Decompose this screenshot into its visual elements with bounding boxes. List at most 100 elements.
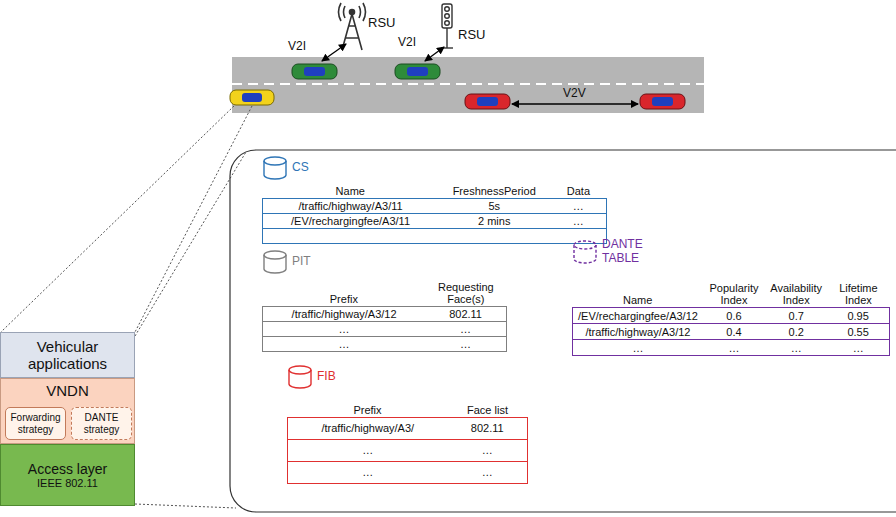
table-cell: 5s: [438, 198, 550, 213]
table-cell-text: …: [554, 215, 602, 227]
table-cell-text: …: [707, 342, 761, 354]
node-title: Vehicular applications: [1, 338, 134, 373]
table-title: CS: [292, 161, 309, 175]
rsu-label: RSU: [458, 28, 485, 42]
table-header: Lifetime Index: [831, 282, 885, 306]
header-cell: Requesting Face(s): [425, 276, 506, 306]
table-body: PrefixFace list/traffic/highway/A3/802.1…: [288, 391, 528, 483]
table-row: ……: [263, 321, 507, 336]
table-cell: 0.7: [765, 308, 827, 324]
data-table: PrefixFace list/traffic/highway/A3/802.1…: [287, 391, 528, 484]
table-cell: …: [263, 321, 426, 336]
zoom-line: [1, 106, 234, 332]
car: [640, 94, 685, 109]
table-header: Availability Index: [769, 282, 823, 306]
database-icon-box: [572, 240, 598, 264]
table-cell: 0.4: [703, 324, 765, 340]
table-cell: /traffic/highway/A3/12: [573, 324, 703, 340]
table-row: /traffic/highway/A3/120.4 0.2 0.55: [573, 324, 890, 340]
table-heading: CS: [262, 156, 607, 180]
table-cell-text: 0.2: [769, 326, 823, 338]
layer-box: Access layerIEEE 802.11: [0, 444, 135, 506]
antenna-tower: [339, 3, 366, 50]
car: [465, 94, 510, 109]
table-header: Prefix: [292, 404, 444, 416]
header-cell: Name: [263, 182, 439, 198]
table-cell: 0.95: [827, 308, 889, 324]
table-header: Popularity Index: [707, 282, 761, 306]
database-icon: [262, 250, 288, 274]
table-cell: …: [448, 439, 528, 461]
table-heading: FIB: [287, 365, 527, 389]
table-row: /EV/rechargingfee/A3/12 0.6 0.7 0.95: [573, 308, 890, 324]
table-cell: /traffic/highway/A3/12: [263, 306, 426, 321]
table-row: ……: [263, 336, 507, 351]
table-cell: 802.11: [448, 417, 528, 439]
table-cell-text: /EV/rechargingfee/A3/11: [267, 215, 434, 227]
table-cell-text: 802.11: [452, 422, 524, 434]
table-cell-text: …: [292, 466, 444, 478]
table-cell-text: …: [429, 338, 502, 350]
table-cell-text: 0.55: [831, 326, 885, 338]
data-table: PrefixRequesting Face(s)/traffic/highway…: [262, 276, 507, 352]
table-cell-text: …: [831, 342, 885, 354]
database-icon-box: [262, 250, 288, 274]
table-cell: [438, 228, 550, 243]
table-header: Requesting Face(s): [429, 281, 502, 305]
table-cell: 2 mins: [438, 213, 550, 228]
table-cell: /EV/rechargingfee/A3/12: [573, 308, 703, 324]
table-cell: …: [288, 461, 448, 483]
table-cell-text: …: [554, 200, 602, 212]
table-cell-text: …: [267, 323, 421, 335]
link-label: V2I: [398, 36, 416, 49]
strategy-box: Forwarding strategy: [5, 407, 66, 440]
table-cell: …: [263, 336, 426, 351]
table-cell: 0.2: [765, 324, 827, 340]
detail-panel: [230, 150, 896, 512]
table-header: Prefix: [267, 293, 422, 305]
header-cell: Prefix: [263, 276, 426, 306]
table-header: FreshnessPeriod: [442, 185, 546, 197]
table-cell: …: [448, 461, 528, 483]
table-cell-text: 802.11: [429, 308, 502, 320]
table-cell-text: 0.7: [769, 310, 823, 322]
table-cell: …: [550, 198, 606, 213]
database-icon: [262, 156, 288, 180]
table-row: [263, 228, 607, 243]
table-cell-text: /traffic/highway/A3/: [292, 422, 444, 434]
database-icon-box: [287, 365, 313, 389]
strategy-box: DANTE strategy: [71, 407, 132, 440]
table-header: Data: [554, 185, 602, 197]
node-subtitle: IEEE 802.11: [34, 477, 101, 490]
table-cell: 0.6: [703, 308, 765, 324]
table-cell-text: 2 mins: [442, 215, 546, 227]
header-row: Prefix Requesting Face(s): [263, 276, 507, 306]
table-cell-text: …: [429, 323, 502, 335]
header-cell: Popularity Index: [703, 268, 765, 308]
table-cell: 0.55: [827, 324, 889, 340]
table-cell: /traffic/highway/A3/: [288, 417, 448, 439]
v2i-arrow: [322, 44, 346, 61]
header-row: PrefixFace list: [288, 391, 528, 417]
table-row: /traffic/highway/A3/12 802.11: [263, 306, 507, 321]
table-cell: …: [703, 340, 765, 356]
table-cell-text: …: [267, 338, 421, 350]
table-heading: DANTE TABLE: [572, 238, 890, 266]
table-row: /EV/rechargingfee/A3/11 2 mins …: [263, 213, 607, 228]
header-row: NameFreshnessPeriod Data: [263, 182, 607, 198]
table-cell: …: [288, 439, 448, 461]
header-row: NamePopularity IndexAvailability IndexLi…: [573, 268, 890, 308]
table-cell-text: …: [577, 342, 699, 354]
zoom-line: [135, 504, 236, 508]
table-cell-text: /EV/rechargingfee/A3/12: [577, 310, 699, 322]
table-heading: PIT: [262, 250, 507, 274]
table-cell: …: [573, 340, 703, 356]
table-cell: /EV/rechargingfee/A3/11: [263, 213, 439, 228]
database-icon-box: [262, 156, 288, 180]
lane-marking: [232, 83, 704, 85]
table-cell: /traffic/highway/A3/11: [263, 198, 439, 213]
rsu-label: RSU: [368, 16, 395, 30]
header-cell: Availability Index: [765, 268, 827, 308]
table-cell-text: /traffic/highway/A3/12: [267, 308, 421, 320]
table-row: ……: [288, 461, 528, 483]
